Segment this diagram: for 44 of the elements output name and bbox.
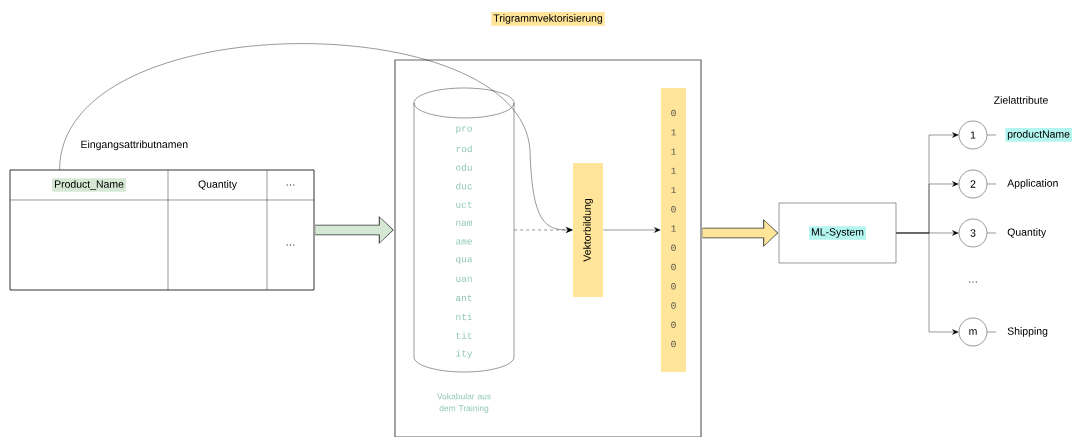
attribute-name: Application bbox=[1007, 179, 1058, 189]
trigram: nti bbox=[456, 313, 473, 321]
vector-value: 1 bbox=[671, 148, 676, 155]
trigram: odu bbox=[456, 163, 472, 171]
trigram: uct bbox=[456, 201, 472, 208]
vector-value: 0 bbox=[671, 109, 676, 117]
vector-value: 1 bbox=[671, 129, 676, 136]
arrow bbox=[896, 232, 959, 335]
trigram: ame bbox=[456, 239, 472, 245]
vector-value: 0 bbox=[671, 321, 676, 328]
vector-value: 1 bbox=[671, 186, 676, 194]
trigram: qua bbox=[456, 257, 473, 265]
table-cell-text: Quantity bbox=[198, 180, 237, 190]
trigram: nam bbox=[456, 220, 473, 226]
trigram: tit bbox=[456, 331, 472, 339]
vector-value: 0 bbox=[671, 302, 676, 309]
vector-value: 0 bbox=[671, 340, 676, 348]
trigram: rod bbox=[456, 145, 472, 153]
vector-value: 0 bbox=[671, 206, 676, 213]
attribute-name: Shipping bbox=[1007, 327, 1048, 337]
process-box: Vektorbildung bbox=[573, 163, 603, 297]
trigram: pro bbox=[456, 126, 472, 134]
attribute-name: Quantity bbox=[1007, 228, 1047, 238]
group-heading: Zielattribute bbox=[994, 96, 1048, 104]
table-cell-text: … bbox=[286, 184, 295, 186]
attribute-name: productName bbox=[1005, 128, 1072, 142]
table-cell-text: … bbox=[286, 244, 295, 246]
table-heading: Eingangsattributnamen bbox=[81, 140, 188, 151]
arrow bbox=[603, 227, 661, 233]
panel-title: Trigrammvektorisierung bbox=[491, 12, 605, 26]
trigram: uan bbox=[456, 276, 472, 282]
vector-value: 1 bbox=[671, 167, 676, 174]
table-cell-text: Product_Name bbox=[52, 178, 126, 192]
trigram: duc bbox=[456, 182, 472, 190]
trigram: ant bbox=[456, 294, 472, 302]
vector-value: 0 bbox=[671, 263, 676, 271]
trigram: ity bbox=[456, 349, 473, 359]
vector-value: 0 bbox=[671, 283, 676, 290]
vector-value: 1 bbox=[671, 225, 676, 232]
ellipsis: … bbox=[969, 281, 977, 283]
process-box: ML-System bbox=[778, 202, 897, 264]
arrow bbox=[514, 227, 573, 233]
vector-value: 0 bbox=[671, 244, 676, 251]
cylinder-label: Vokabular aus dem Training bbox=[436, 393, 491, 413]
